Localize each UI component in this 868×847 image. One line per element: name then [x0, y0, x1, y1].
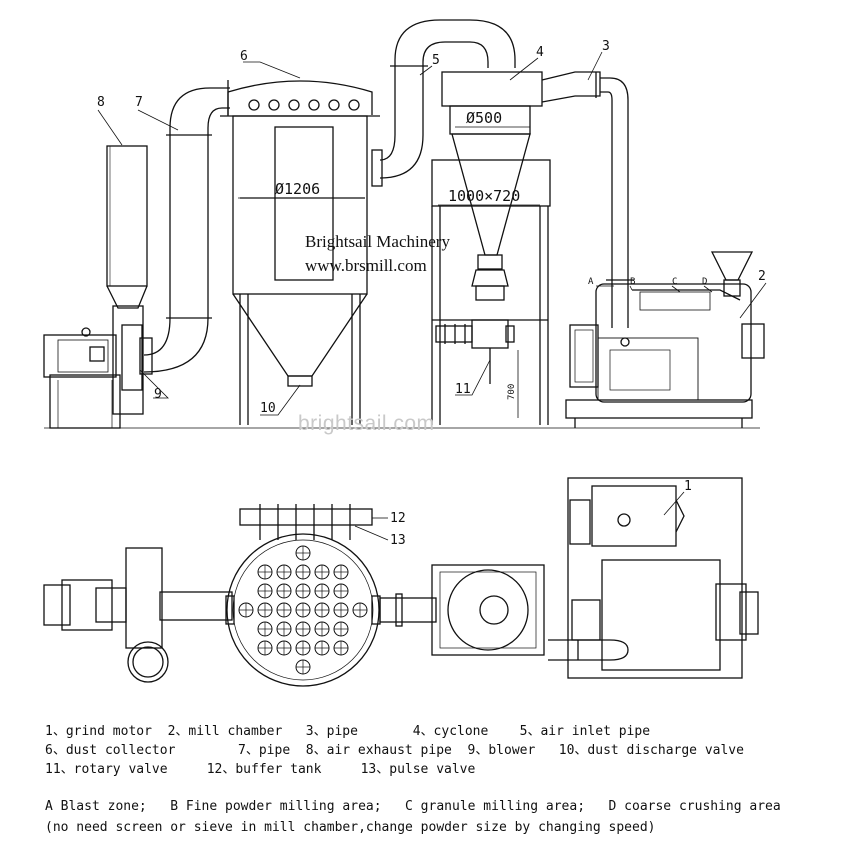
pipe-7 [143, 87, 230, 373]
callout-11: 11 [455, 382, 471, 397]
legend-line-3: 11、rotary valve 12、buffer tank 13、pulse … [45, 762, 476, 777]
rotary-valve [435, 319, 515, 384]
callout-10: 10 [260, 401, 276, 416]
plan-cyclone [379, 564, 545, 656]
mill-machine [565, 251, 765, 428]
brand-name: Brightsail Machinery [305, 232, 450, 251]
legend-line-4: A Blast zone; B Fine powder milling area… [45, 799, 781, 814]
plan-mill [548, 477, 759, 679]
cyclone [431, 71, 601, 425]
callout-4: 4 [536, 45, 544, 60]
zone-d: D [702, 277, 707, 287]
dim-height: 700 [507, 384, 517, 400]
callout-9: 9 [154, 387, 162, 402]
dim-cyclone-diameter: Ø500 [466, 109, 502, 127]
callout-3: 3 [602, 39, 610, 54]
callout-6: 6 [240, 49, 248, 64]
mill-system-drawing: 6 8 7 5 4 3 2 9 10 11 12 13 1 A B C D Ø5… [43, 19, 767, 687]
callout-7: 7 [135, 95, 143, 110]
legend-line-1: 1、grind motor 2、mill chamber 3、pipe 4、cy… [45, 724, 651, 739]
callout-5: 5 [432, 53, 440, 68]
plan-dust-collector [225, 533, 381, 687]
dust-collector [220, 80, 380, 425]
zone-b: B [630, 277, 635, 287]
plan-blower [43, 547, 233, 683]
zone-a: A [588, 277, 594, 287]
air-inlet-pipe [371, 19, 516, 187]
dim-frame-size: 1000×720 [448, 187, 520, 205]
watermark: brightsail.com [298, 412, 435, 435]
pipe-3 [595, 72, 634, 328]
callout-8: 8 [97, 95, 105, 110]
callout-12: 12 [390, 511, 406, 526]
exhaust-pipe [106, 145, 148, 309]
dim-collector-diameter: Ø1206 [275, 180, 320, 198]
blower [43, 305, 153, 429]
legend-line-5: (no need screen or sieve in mill chamber… [45, 820, 656, 835]
brand-url: www.brsmill.com [305, 256, 427, 275]
callout-2: 2 [758, 269, 766, 284]
zone-c: C [672, 277, 677, 287]
callout-1: 1 [684, 479, 692, 494]
legend-line-2: 6、dust collector 7、pipe 8、air exhaust pi… [45, 743, 744, 758]
filter-tube-holes [238, 545, 368, 675]
callout-13: 13 [390, 533, 406, 548]
